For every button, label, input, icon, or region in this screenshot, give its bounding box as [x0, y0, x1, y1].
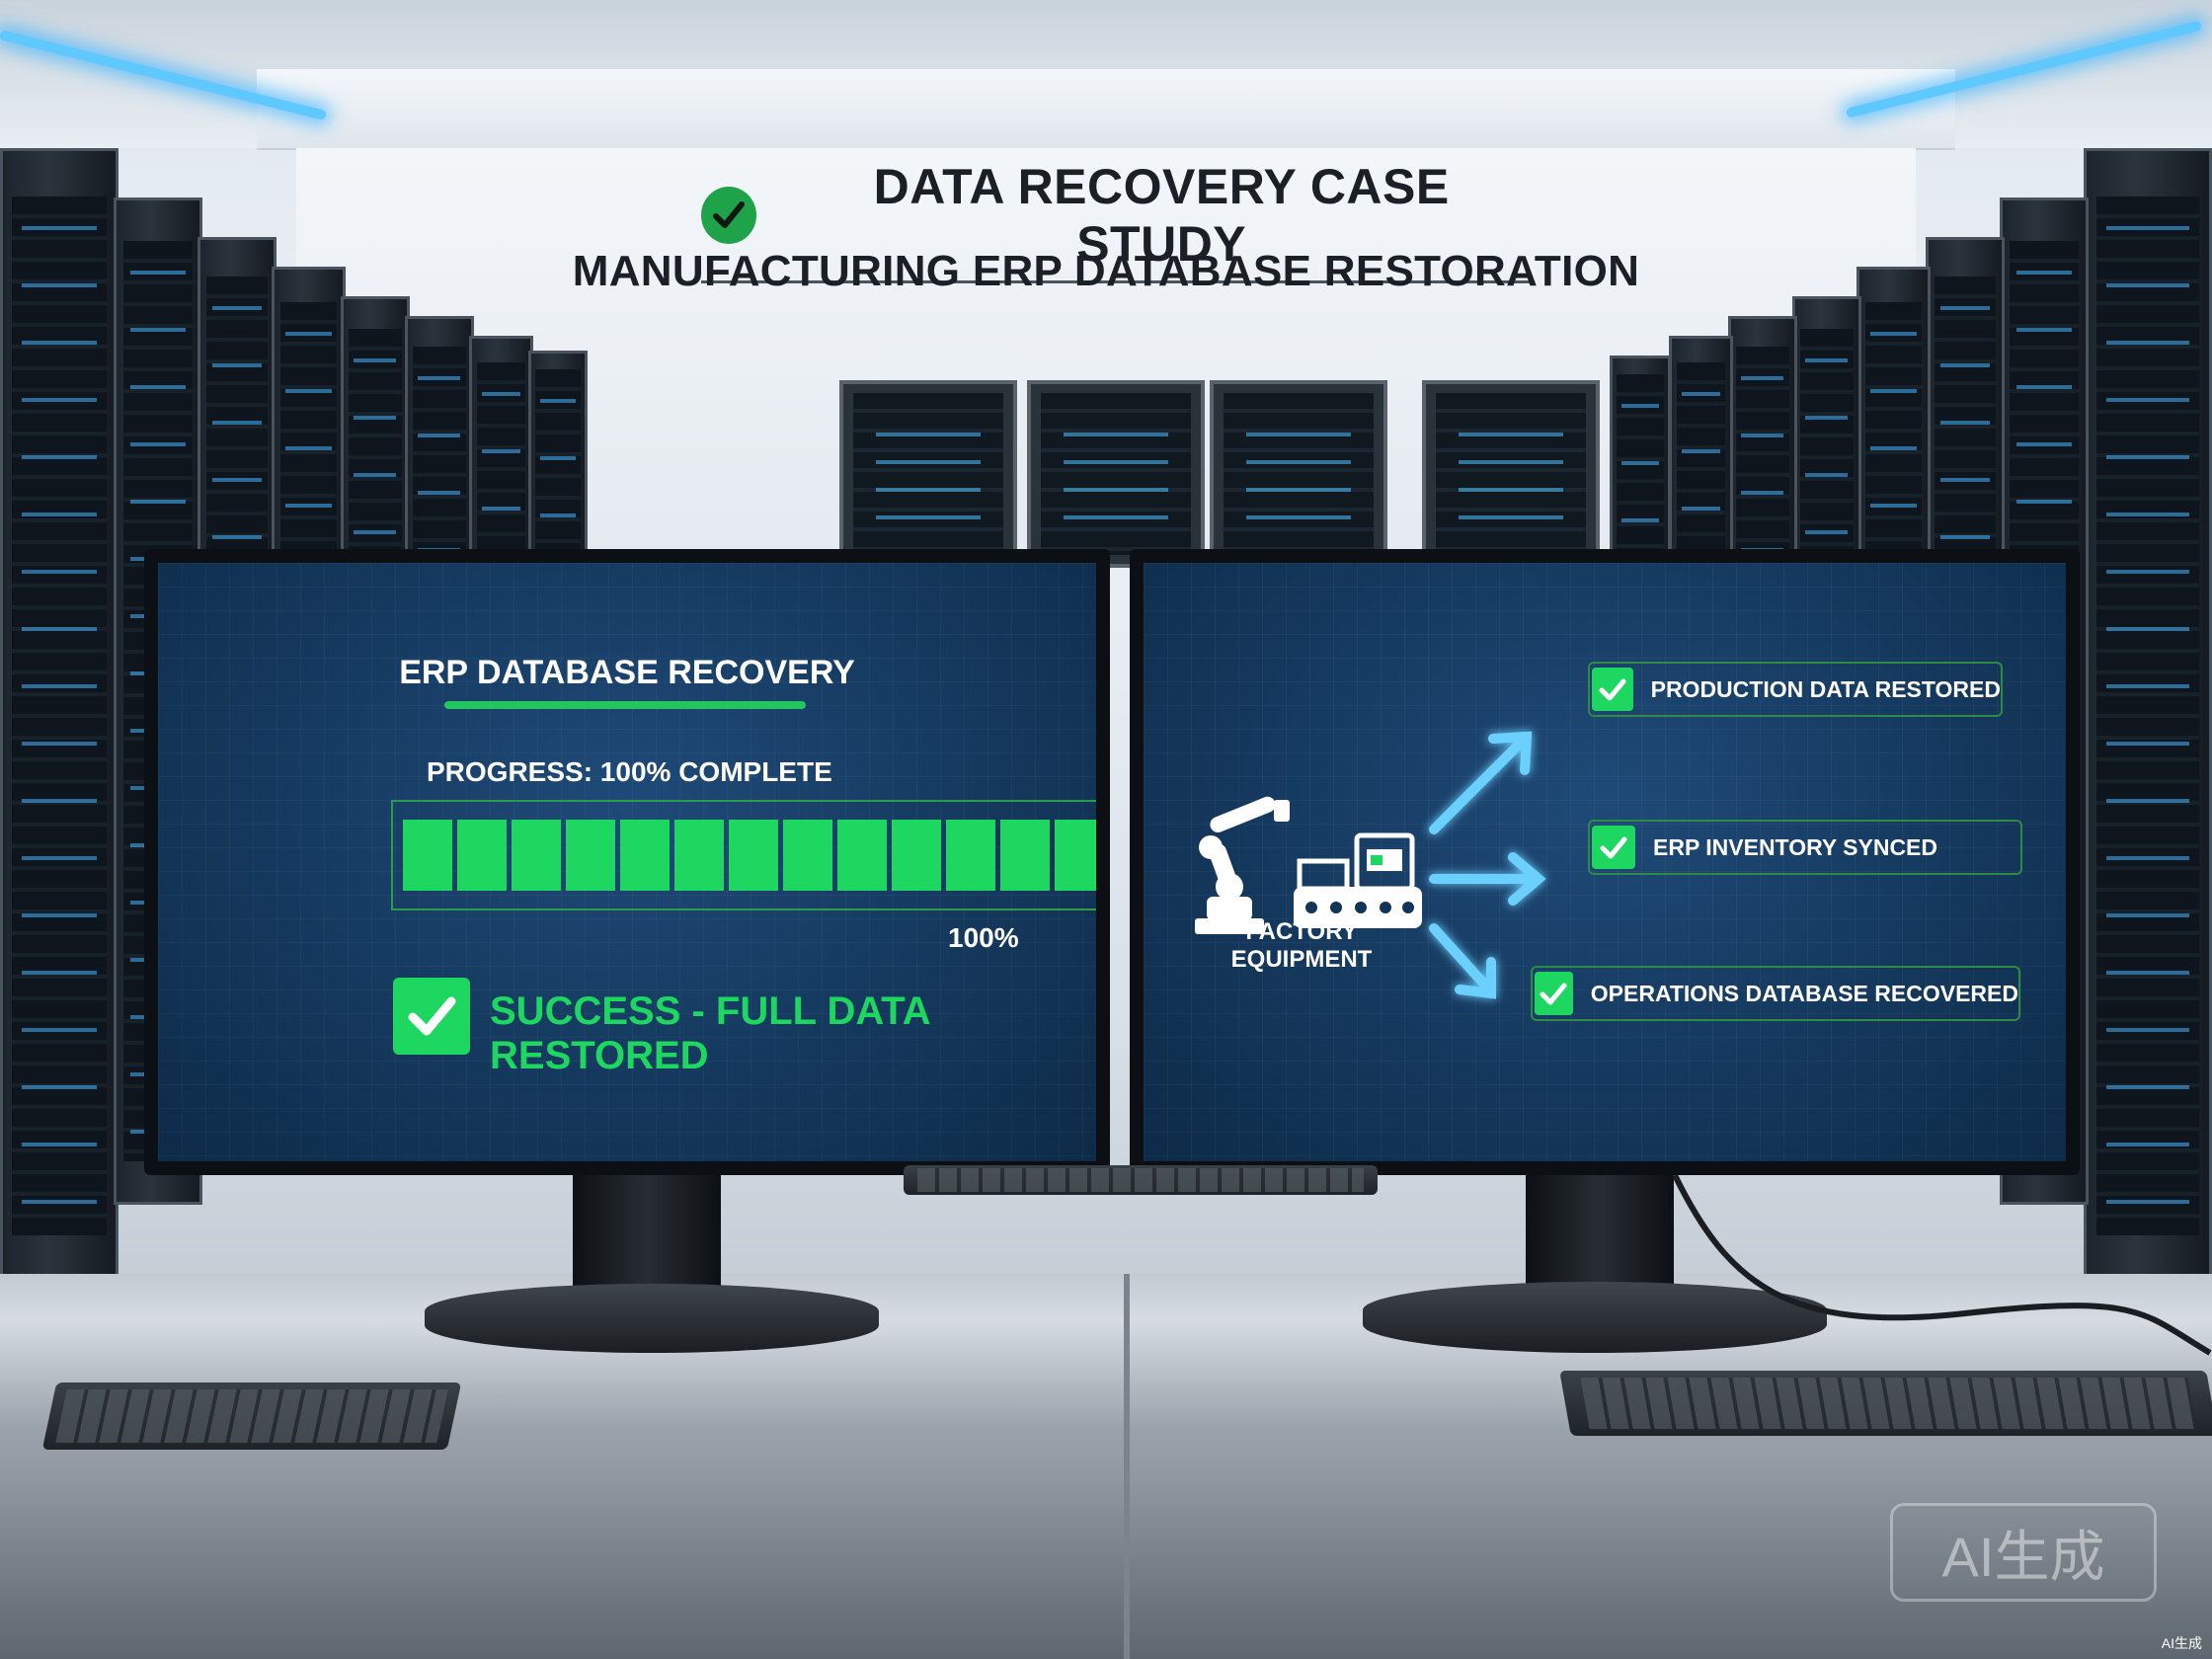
- server-rack: [2084, 148, 2212, 1284]
- server-rack: [0, 148, 118, 1284]
- corner-watermark: AI生成: [2161, 1635, 2202, 1651]
- arrow-icon: [1429, 731, 1546, 999]
- desk-front: [0, 1481, 2212, 1659]
- checkmark-icon: [393, 978, 470, 1055]
- progress-bar-fill: [403, 820, 1096, 891]
- check-circle-icon: [701, 187, 757, 244]
- status-label: PRODUCTION DATA RESTORED: [1650, 675, 2001, 702]
- right-monitor-base: [1363, 1282, 1827, 1353]
- status-label: ERP INVENTORY SYNCED: [1653, 833, 1938, 860]
- progress-segment: [674, 820, 724, 891]
- back-server-rack: [1210, 380, 1387, 568]
- right-screen: FACTORY EQUIPMENT PRODU: [1144, 563, 2066, 1161]
- ceiling-panel: [257, 69, 1955, 150]
- progress-segment: [566, 820, 615, 891]
- page-title: DATA RECOVERY CASE STUDY: [873, 159, 1450, 272]
- checkmark-icon: [1592, 668, 1633, 711]
- progress-segment: [403, 820, 452, 891]
- left-monitor-base: [425, 1284, 879, 1353]
- page-subtitle: MANUFACTURING ERP DATABASE RESTORATION: [572, 247, 1640, 295]
- progress-segment: [892, 820, 941, 891]
- progress-segment: [783, 820, 832, 891]
- progress-segment: [837, 820, 887, 891]
- progress-label: PROGRESS: 100% COMPLETE: [427, 756, 832, 787]
- progress-segment: [1000, 820, 1050, 891]
- back-keyboard: [904, 1165, 1378, 1195]
- progress-segment: [1055, 820, 1096, 891]
- progress-percent: 100%: [948, 922, 1019, 953]
- left-monitor: ERP DATABASE RECOVERY PROGRESS: 100% COM…: [144, 549, 1110, 1175]
- left-screen: ERP DATABASE RECOVERY PROGRESS: 100% COM…: [158, 563, 1096, 1161]
- desk-seam: [1124, 1274, 1130, 1659]
- checkmark-icon: [1592, 826, 1635, 869]
- progress-segment: [946, 820, 995, 891]
- success-message: SUCCESS - FULL DATA RESTORED: [490, 989, 930, 1077]
- heading-underline: [444, 701, 806, 709]
- cable: [1672, 1173, 2212, 1356]
- back-server-rack: [839, 380, 1017, 568]
- conveyor-machine-icon: [1294, 832, 1422, 928]
- back-server-rack: [1422, 380, 1600, 568]
- factory-equipment-label: FACTORY EQUIPMENT: [1230, 918, 1373, 973]
- keyboard: [41, 1382, 462, 1450]
- robot-arm-icon: [1195, 796, 1422, 934]
- progress-segment: [729, 820, 778, 891]
- status-item-production: PRODUCTION DATA RESTORED: [1588, 662, 2003, 717]
- right-monitor: FACTORY EQUIPMENT PRODU: [1130, 549, 2080, 1175]
- recovery-heading: ERP DATABASE RECOVERY: [399, 654, 855, 691]
- back-server-rack: [1027, 380, 1205, 568]
- watermark: AI生成: [1890, 1503, 2157, 1602]
- title-row: DATA RECOVERY CASE STUDY: [701, 158, 1531, 283]
- keyboard: [1559, 1371, 2212, 1436]
- progress-segment: [512, 820, 561, 891]
- status-label: OPERATIONS DATABASE RECOVERED: [1590, 980, 2018, 1006]
- progress-bar: [391, 800, 1096, 910]
- checkmark-icon: [1535, 972, 1573, 1015]
- title-block: DATA RECOVERY CASE STUDY: [691, 158, 1540, 283]
- status-item-operations: OPERATIONS DATABASE RECOVERED: [1531, 966, 2020, 1021]
- progress-segment: [620, 820, 670, 891]
- progress-segment: [457, 820, 507, 891]
- status-item-inventory: ERP INVENTORY SYNCED: [1588, 820, 2022, 875]
